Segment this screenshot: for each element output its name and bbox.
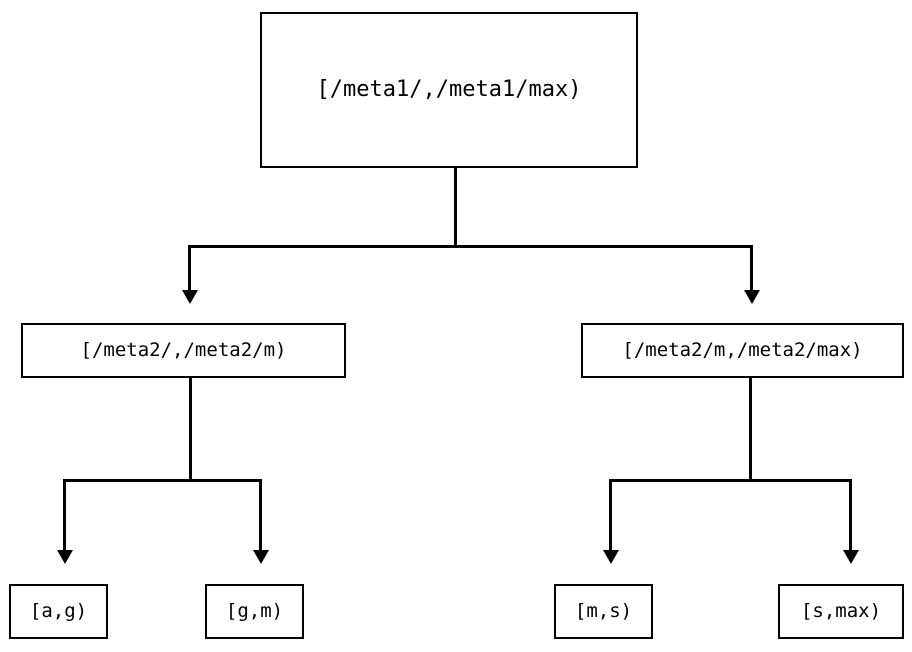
arrowhead-down-icon-meta2-high xyxy=(744,290,760,304)
edge-root-to-meta2-high xyxy=(750,245,753,291)
node-leaf-ag[interactable]: [a,g) xyxy=(9,584,108,639)
node-leaf-gm[interactable]: [g,m) xyxy=(205,584,304,639)
node-leaf-ms-label: [m,s) xyxy=(574,600,633,622)
edge-meta2-high-stem xyxy=(749,378,752,481)
edge-root-to-meta2-low xyxy=(188,245,191,291)
node-meta2-low[interactable]: [/meta2/,/meta2/m) xyxy=(21,323,346,378)
arrowhead-down-icon-leaf-gm xyxy=(253,550,269,564)
arrowhead-down-icon-leaf-ms xyxy=(603,550,619,564)
edge-root-horizontal-bar xyxy=(188,245,753,248)
node-leaf-smax-label: [s,max) xyxy=(800,600,882,622)
edge-meta2-low-to-leaf-gm xyxy=(259,479,262,551)
edge-meta2-low-horizontal-bar xyxy=(63,479,262,482)
edge-meta2-high-horizontal-bar xyxy=(609,479,852,482)
edge-meta2-low-stem xyxy=(189,378,192,481)
edge-meta2-high-to-leaf-smax xyxy=(849,479,852,551)
arrowhead-down-icon-meta2-low xyxy=(182,290,198,304)
arrowhead-down-icon-leaf-smax xyxy=(843,550,859,564)
node-meta2-low-label: [/meta2/,/meta2/m) xyxy=(80,339,287,361)
node-leaf-gm-label: [g,m) xyxy=(225,600,284,622)
node-meta2-high[interactable]: [/meta2/m,/meta2/max) xyxy=(581,323,904,378)
edge-meta2-high-to-leaf-ms xyxy=(609,479,612,551)
arrowhead-down-icon-leaf-ag xyxy=(57,550,73,564)
node-leaf-ms[interactable]: [m,s) xyxy=(554,584,653,639)
node-meta2-high-label: [/meta2/m,/meta2/max) xyxy=(622,339,863,361)
node-leaf-ag-label: [a,g) xyxy=(29,600,88,622)
edge-root-stem xyxy=(454,167,457,247)
node-root-label: [/meta1/,/meta1/max) xyxy=(316,77,582,102)
node-root[interactable]: [/meta1/,/meta1/max) xyxy=(260,12,638,168)
node-leaf-smax[interactable]: [s,max) xyxy=(778,584,904,639)
edge-meta2-low-to-leaf-ag xyxy=(63,479,66,551)
